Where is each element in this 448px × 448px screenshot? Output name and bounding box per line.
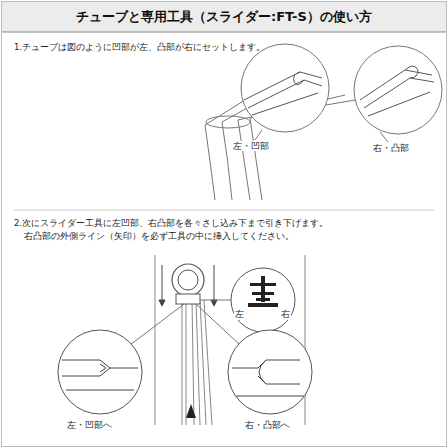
step-text: 2.次にスライダー工具に左凹部、右凸部を各々さし込み下まで引き下げます。 xyxy=(14,218,328,228)
part-label: 右・凸部へ xyxy=(244,420,291,430)
part-label: 右・凸部 xyxy=(372,143,410,153)
heading: チューブと専用工具（スライダー:FT-S）の使い方 xyxy=(76,9,372,25)
side-label: 左 xyxy=(234,309,245,320)
side-label: 右 xyxy=(280,309,291,320)
step-text: 右凸部の外側ライン（矢印）を必ず工具の中に挿入してください。 xyxy=(24,231,294,241)
step-text: 1.チューブは図のように凹部が左、凸部が右にセットします。 xyxy=(14,42,265,52)
part-label: 左・凹部へ xyxy=(66,420,113,430)
part-label: 左・凹部 xyxy=(232,141,270,151)
